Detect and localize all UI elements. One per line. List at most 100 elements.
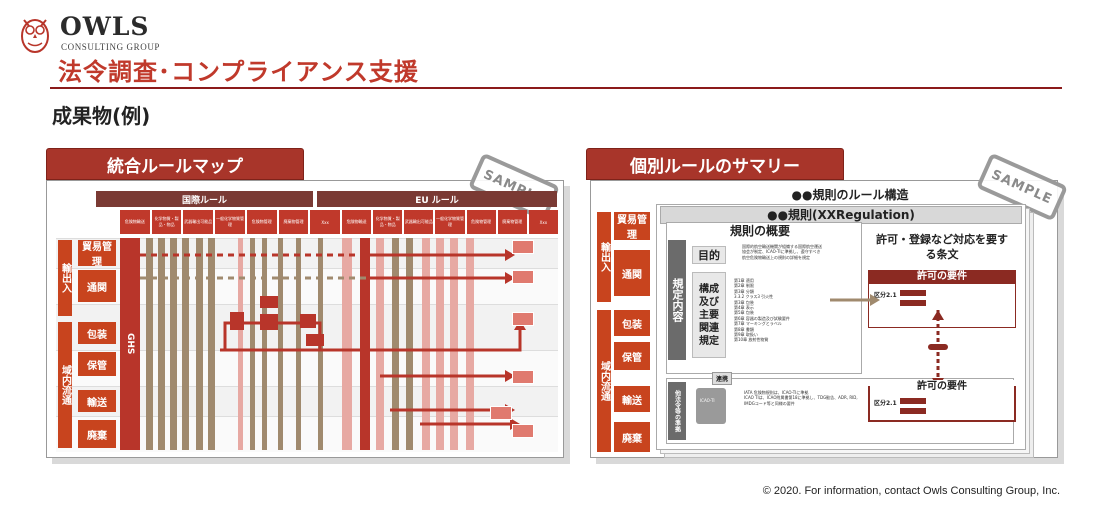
process-storage: 保管 (78, 352, 116, 376)
reference-line: ICAO TIは、ICAO附属書第18に準拠し、TDG勧告、ADR, RID, (744, 395, 858, 401)
purpose-label: 目的 (692, 246, 726, 264)
ghs-bar: GHS (120, 238, 140, 450)
chapter-item: 第6章 容器の製造及び試験要件 (734, 315, 790, 321)
requirement-label-2: 区分2.1 (874, 400, 897, 407)
eu-column-heads: 危険物輸送化学物質・製品・物品武器輸出可能品一般化学物質管理危険物管理廃棄物管理… (342, 210, 558, 234)
requirement-item (900, 300, 926, 306)
column-head: 武器輸出可能品 (183, 210, 214, 234)
logo-subtitle: CONSULTING GROUP (61, 42, 161, 52)
process-transport: 輸送 (614, 386, 650, 412)
domestic-label: 域内流通 (58, 322, 72, 448)
rule-result-box (512, 270, 534, 284)
column-head: 一般化学物質管理 (435, 210, 465, 234)
chapter-item: 第2章 制限 (734, 283, 754, 289)
eu-rule-column (422, 238, 430, 450)
column-head: 危険物管理 (466, 210, 496, 234)
export-import-label: 輸出入 (597, 212, 611, 302)
structure-label: 構成及び主要関連規定 (692, 272, 726, 358)
chapter-item: 第7章 マーキングとラベル (734, 321, 782, 327)
domestic-label: 域内流通 (597, 310, 611, 452)
requirement-title-1: 許可の要件 (868, 270, 1016, 284)
page-subtitle: 成果物(例) (52, 104, 151, 128)
process-transport: 輸送 (78, 390, 116, 412)
rule-content-label: 規定内容 (668, 240, 686, 360)
column-head: 廃棄物管理 (278, 210, 309, 234)
purpose-text: 国際的航空輸送機関が組織する国際航空運送協会が制定、ICAO-TIに準拠し、遵守… (742, 244, 862, 260)
link-badge (928, 344, 948, 350)
owl-icon (21, 19, 49, 53)
eu-rule-column (436, 238, 444, 450)
overview-title: 規則の概要 (729, 224, 790, 238)
eu-rule-column (450, 238, 458, 450)
process-customs: 通関 (614, 250, 650, 296)
page-title: 法令調査･コンプライアンス支援 (58, 58, 419, 86)
chapter-item: 第8章 書類 (734, 326, 754, 332)
national-rules-header: 国際ルール (96, 191, 313, 207)
owls-logo: OWLS CONSULTING GROUP (14, 8, 194, 56)
rule-result-box (490, 406, 512, 420)
national-rule-column (182, 238, 189, 450)
rule-result-box (512, 370, 534, 384)
eu-rule-column (392, 238, 399, 450)
chapter-item: 第5章 包装 (734, 310, 754, 316)
eu-rule-column (466, 238, 474, 450)
process-storage: 保管 (614, 342, 650, 370)
national-rule-column (146, 238, 153, 450)
rule-flow-arrows (140, 249, 526, 430)
column-head: 危険物輸送 (342, 210, 372, 234)
purpose-line: 航空危険物輸送上の規則の詳細を規定 (742, 254, 810, 260)
chapter-item: 第10章 放射性物質 (734, 337, 769, 343)
reference-tag: 連携 (712, 372, 733, 385)
eu-rules-header: EU ルール (317, 191, 557, 207)
column-head: 化学物質・製品・物品 (151, 210, 182, 234)
chapter-item: 第3章 包装 (734, 299, 754, 305)
requirement-title-2: 許可の要件 (870, 380, 1014, 394)
chapter-item: 3.3.2 クラス3 引火性 (734, 294, 774, 300)
rule-result-box (512, 312, 534, 326)
other-laws-label: 他法令等の準拠 (668, 382, 686, 440)
process-packaging: 包装 (614, 310, 650, 336)
right-panel-tab: 個別ルールのサマリー (586, 148, 844, 180)
requirement-item (900, 408, 926, 414)
rule-result-box (512, 240, 534, 254)
rule-structure-title: ●●規則のルール構造 (791, 188, 909, 202)
reference-note: ICAO-TI (700, 398, 715, 403)
column-head: 武器輸出可能品 (404, 210, 434, 234)
national-rule-column (296, 238, 301, 450)
reference-line: IMDGコード等と同様の要件 (744, 400, 795, 406)
column-head: Xxx (310, 210, 341, 234)
national-rule-column (278, 238, 283, 450)
eu-rule-column (376, 238, 384, 450)
process-customs: 通関 (78, 270, 116, 302)
left-panel-tab: 統合ルールマップ (46, 148, 304, 180)
national-rule-column (250, 238, 255, 450)
process-packaging: 包装 (78, 322, 116, 344)
column-head: Xxx (528, 210, 558, 234)
chapter-item: 第4章 表示 (734, 305, 754, 311)
title-divider (50, 87, 1062, 89)
reference-line: IATA 危険物規則は、ICAO-TIに準拠 (744, 390, 809, 395)
process-disposal: 廃棄 (78, 420, 116, 448)
column-head: 危険物管理 (246, 210, 277, 234)
column-head: 廃棄物管理 (497, 210, 527, 234)
column-head: 化学物質・製品・物品 (373, 210, 403, 234)
national-rule-column (238, 238, 243, 450)
column-head: 危険物輸送 (120, 210, 150, 234)
process-trade: 貿易管理 (614, 212, 650, 241)
process-disposal: 廃棄 (614, 422, 650, 452)
eu-rule-column (360, 238, 370, 450)
national-rule-column (208, 238, 215, 450)
export-import-label: 輸出入 (58, 240, 72, 316)
national-column-heads: 危険物輸送化学物質・製品・物品武器輸出可能品一般化学物質管理危険物管理廃棄物管理… (120, 210, 341, 234)
chapter-item: 第9章 取扱い (734, 332, 758, 338)
national-rule-column (196, 238, 203, 450)
rule-result-box (512, 424, 534, 438)
requirement-item (900, 290, 926, 296)
eu-rule-column (406, 238, 413, 450)
logo-wordmark: OWLS (60, 12, 150, 41)
purpose-line: 国際的航空輸送機関が組織する国際航空運送 (742, 244, 822, 249)
purpose-line: 協会が制定、ICAO-TIに準拠し、遵守すべき (742, 249, 821, 255)
footer-copyright: © 2020. For information, contact Owls Co… (762, 485, 1060, 497)
eu-rule-column (342, 238, 352, 450)
